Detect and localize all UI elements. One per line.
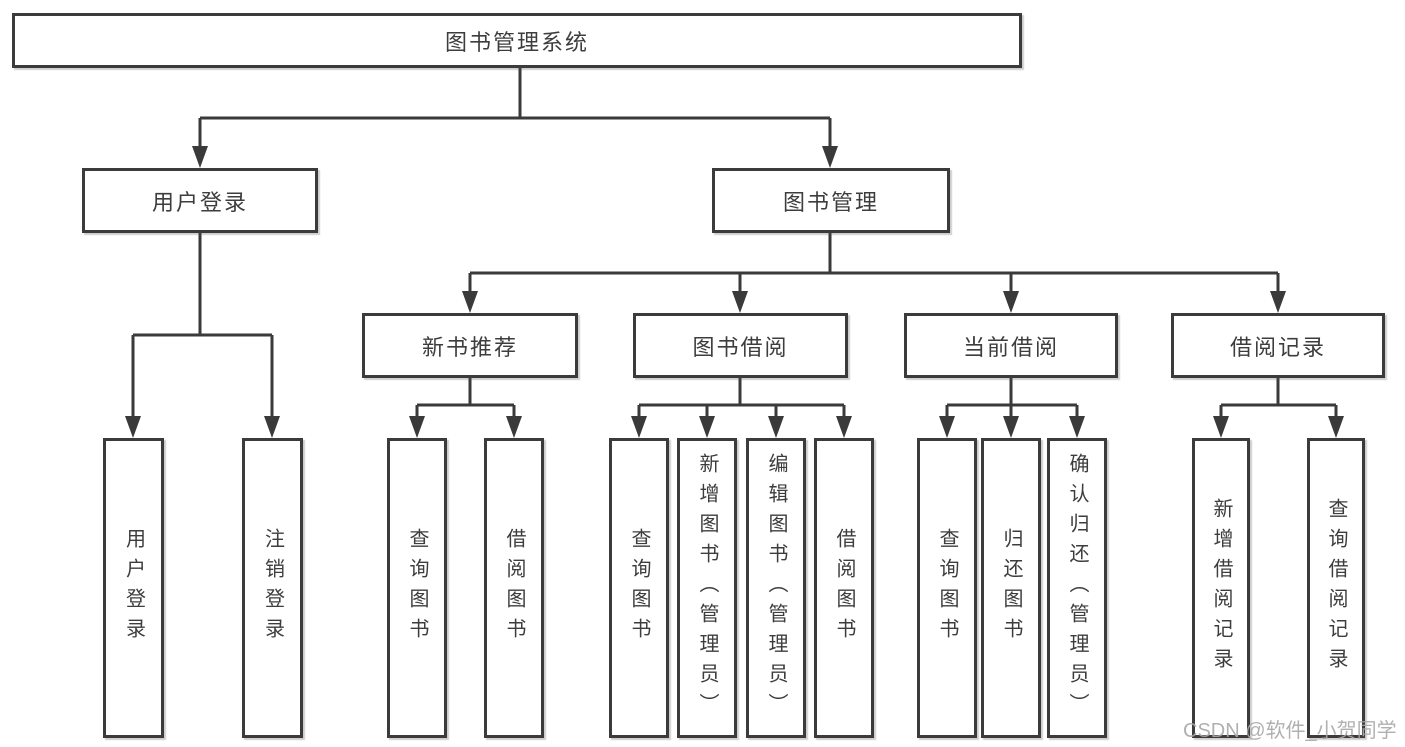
- node-book-borrowing: 图书借阅: [633, 313, 848, 378]
- leaf-query-books-borrowing: 查询图书: [609, 438, 669, 738]
- node-current-borrowing: 当前借阅: [904, 313, 1118, 378]
- csdn-watermark: CSDN @软件_小贺同学: [1183, 720, 1397, 742]
- leaf-add-borrowing-record: 新增借阅记录: [1192, 438, 1250, 738]
- leaf-add-books-admin: 新增图书（管理员）: [677, 438, 737, 738]
- leaf-confirm-return-admin: 确认归还（管理员）: [1047, 438, 1107, 738]
- leaf-borrow-books-recommend: 借阅图书: [484, 438, 544, 738]
- leaf-logout: 注销登录: [242, 438, 303, 738]
- node-user-login: 用户登录: [82, 168, 318, 233]
- node-book-management: 图书管理: [712, 168, 950, 233]
- node-new-book-recommendation: 新书推荐: [362, 313, 578, 378]
- leaf-query-borrowing-record: 查询借阅记录: [1307, 438, 1365, 738]
- leaf-edit-books-admin: 编辑图书（管理员）: [746, 438, 806, 738]
- node-borrowing-records: 借阅记录: [1171, 313, 1385, 378]
- leaf-borrow-books: 借阅图书: [814, 438, 874, 738]
- leaf-user-login: 用户登录: [103, 438, 164, 738]
- leaf-query-books-current: 查询图书: [917, 438, 977, 738]
- node-root-library-management-system: 图书管理系统: [12, 13, 1022, 68]
- leaf-return-books: 归还图书: [981, 438, 1041, 738]
- leaf-query-books-recommend: 查询图书: [387, 438, 447, 738]
